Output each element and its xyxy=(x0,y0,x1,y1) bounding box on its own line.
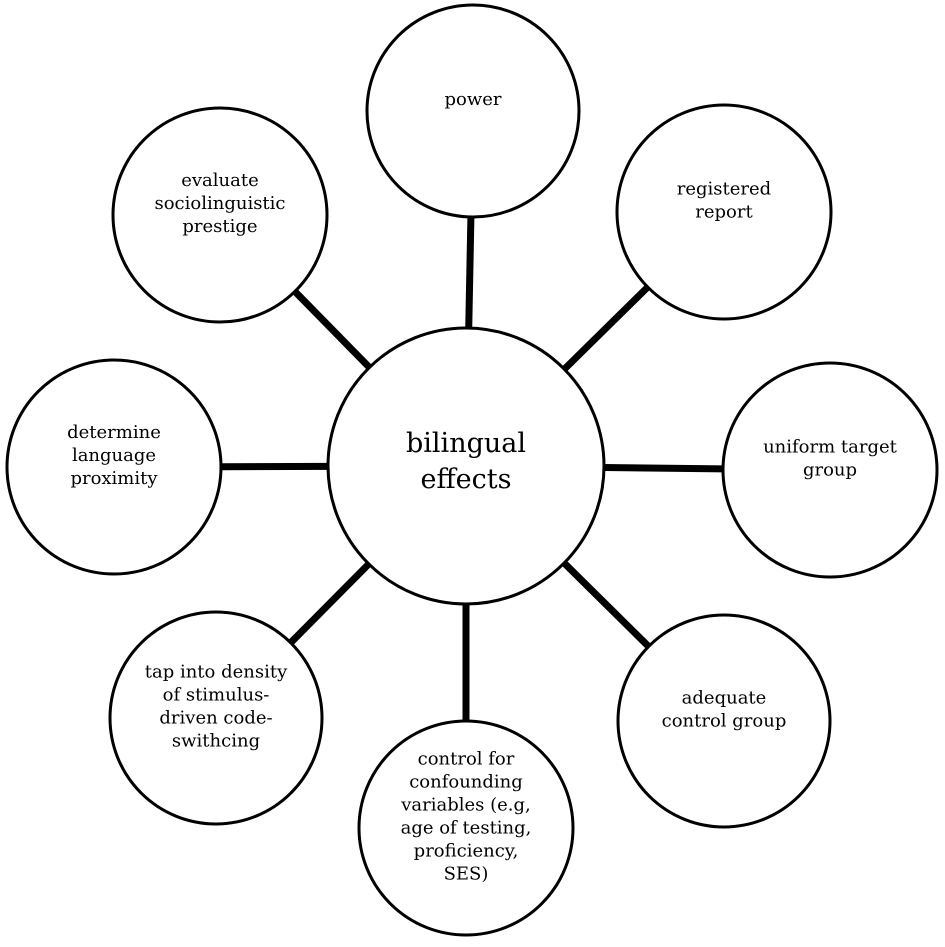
node-circle xyxy=(616,613,832,829)
node-label-line: proficiency, xyxy=(414,841,519,862)
node-label-line: report xyxy=(695,202,753,223)
connector-uniform-target-group xyxy=(603,464,724,473)
node-power: power xyxy=(365,3,581,219)
node-label-line: driven code- xyxy=(159,708,272,729)
center-label: bilingual effects xyxy=(406,428,526,495)
node-label-line: swithcing xyxy=(172,731,260,752)
node-circle xyxy=(615,103,833,321)
node-label-line: prestige xyxy=(182,216,257,237)
node-circle xyxy=(108,610,324,826)
center-circle xyxy=(326,326,606,606)
connector-registered-report xyxy=(561,284,651,372)
node-label-line: sociolinguistic xyxy=(154,193,285,214)
node-label-line: age of testing, xyxy=(401,818,532,839)
center-node: bilingual effects xyxy=(326,326,606,606)
connector-adequate-control-group xyxy=(561,560,652,649)
node-label-line: control for xyxy=(418,749,515,770)
node-label-line: confounding xyxy=(409,772,523,793)
node-label: power xyxy=(444,89,501,110)
node-label-line: registered xyxy=(677,179,771,200)
node-label-line: control group xyxy=(662,711,787,732)
connector-tap-into-density xyxy=(288,561,372,646)
node-circle xyxy=(721,361,939,579)
node-label-line: language xyxy=(72,445,156,466)
node-label-line: determine xyxy=(67,422,161,443)
connector-evaluate-sociolinguistic-prestige xyxy=(292,288,372,370)
node-label-line: proximity xyxy=(70,468,158,489)
node-label-line: group xyxy=(803,460,857,481)
node-circle xyxy=(357,719,575,937)
center-label-line: effects xyxy=(421,464,512,495)
node-label-line: power xyxy=(444,89,501,110)
center-label-line: bilingual xyxy=(406,428,526,459)
node-circle xyxy=(111,106,329,324)
node-label-line: of stimulus- xyxy=(163,685,270,706)
node-label-line: adequate xyxy=(682,688,767,709)
node-circle xyxy=(365,3,581,219)
node-circle xyxy=(5,358,223,576)
node-label-line: SES) xyxy=(444,864,489,885)
node-label-line: uniform target xyxy=(763,437,898,458)
node-label-line: variables (e.g, xyxy=(400,795,531,816)
node-label-line: evaluate xyxy=(181,170,259,191)
node-label-line: tap into density xyxy=(145,662,288,683)
connectors xyxy=(220,216,724,721)
connector-power xyxy=(465,216,475,329)
